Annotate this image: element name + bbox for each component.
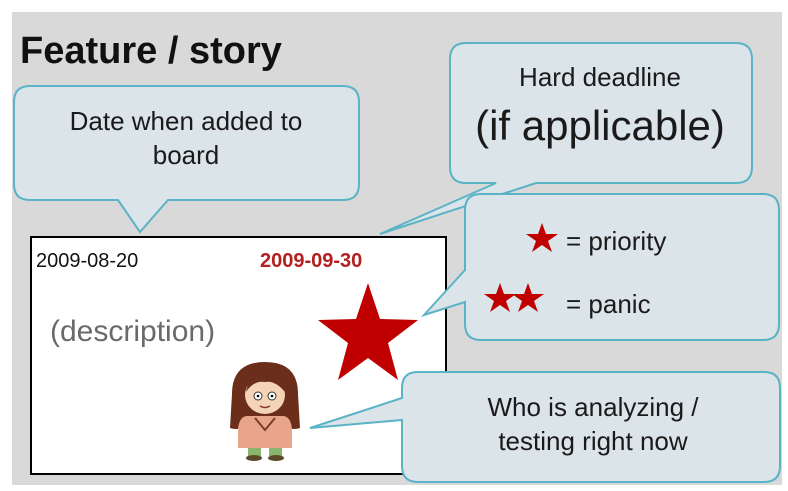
panic-star-icon-2 bbox=[512, 283, 544, 312]
card-priority-star-icon bbox=[318, 283, 418, 380]
panic-star-icon-1 bbox=[484, 283, 516, 312]
legend-priority-label: = priority bbox=[566, 226, 667, 256]
card-deadline: 2009-09-30 bbox=[260, 250, 363, 272]
callout-hard-deadline-line2: (if applicable) bbox=[475, 102, 725, 149]
card-description: (description) bbox=[50, 315, 216, 348]
avatar-icon bbox=[230, 362, 300, 461]
callout-who-text: Who is analyzing / testing right now bbox=[418, 390, 768, 458]
callout-date-added-line2: board bbox=[152, 140, 220, 170]
callout-date-added-text: Date when added to board bbox=[26, 104, 346, 172]
card-date-added: 2009-08-20 bbox=[36, 250, 139, 272]
callout-who-line2: testing right now bbox=[498, 426, 688, 456]
callout-date-added-bubble bbox=[13, 85, 360, 234]
callout-hard-deadline-line1: Hard deadline bbox=[519, 62, 681, 92]
callout-legend-bubble bbox=[420, 193, 780, 341]
legend-panic-label: = panic bbox=[566, 289, 651, 319]
callout-who-line1: Who is analyzing / bbox=[487, 392, 699, 422]
callout-who-bubble bbox=[309, 371, 781, 483]
callout-date-added-line1: Date when added to bbox=[69, 106, 303, 136]
priority-star-icon bbox=[526, 223, 558, 252]
callout-hard-deadline-bubble bbox=[379, 42, 753, 235]
page-title: Feature / story bbox=[20, 30, 282, 72]
